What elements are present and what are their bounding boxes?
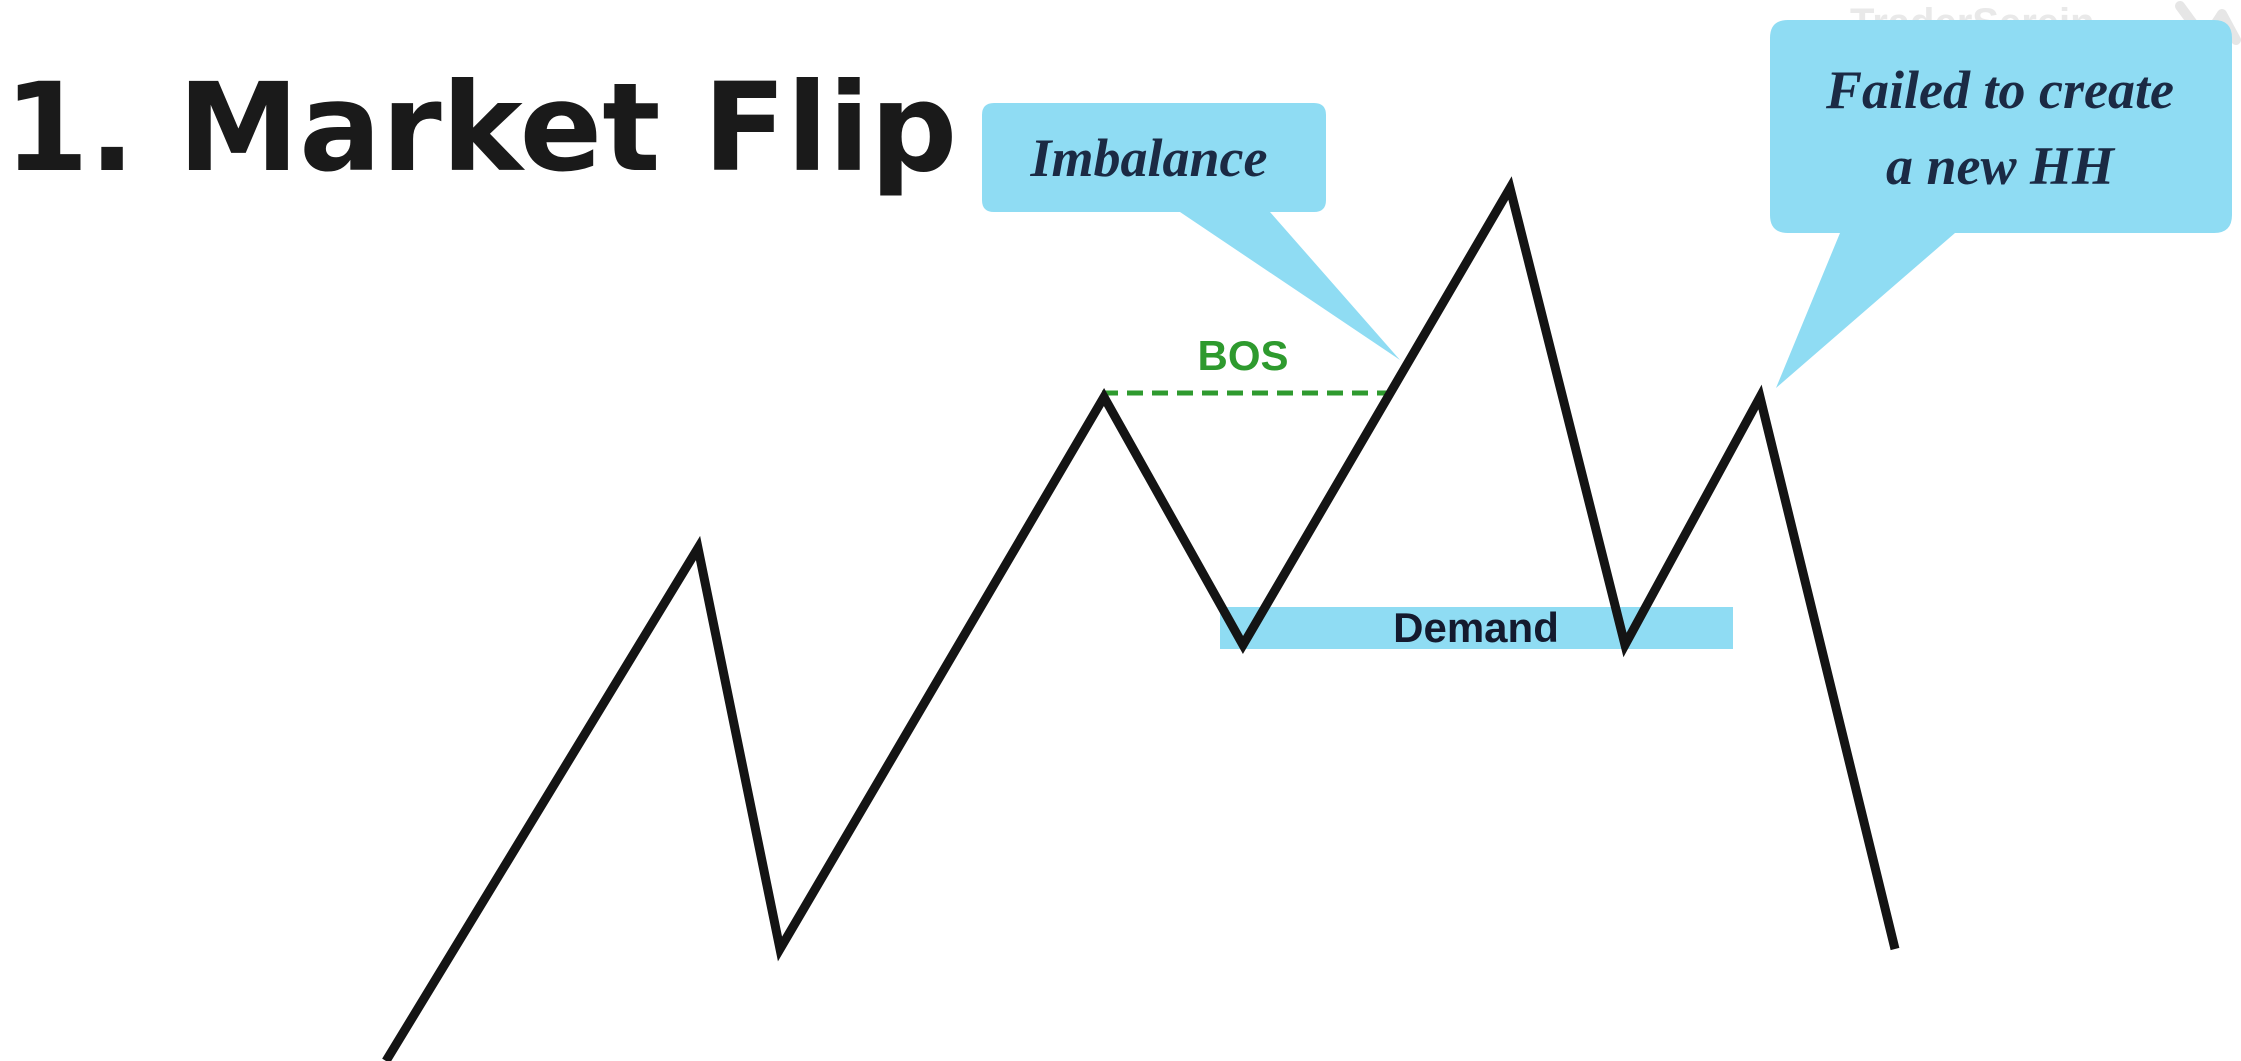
imbalance-callout: Imbalance (982, 103, 1400, 360)
bos-label: BOS (1197, 332, 1288, 379)
demand-label: Demand (1393, 604, 1559, 651)
page-title: 1. Market Flip (4, 57, 957, 199)
price-line (382, 176, 1900, 1061)
demand-zone (1220, 607, 1733, 649)
failed-hh-callout: Failed to create a new HH (1770, 20, 2232, 388)
imbalance-callout-text: Imbalance (1030, 128, 1268, 188)
failed-hh-callout-line1: Failed to create (1825, 60, 2174, 120)
failed-hh-callout-line2: a new HH (1886, 136, 2116, 196)
